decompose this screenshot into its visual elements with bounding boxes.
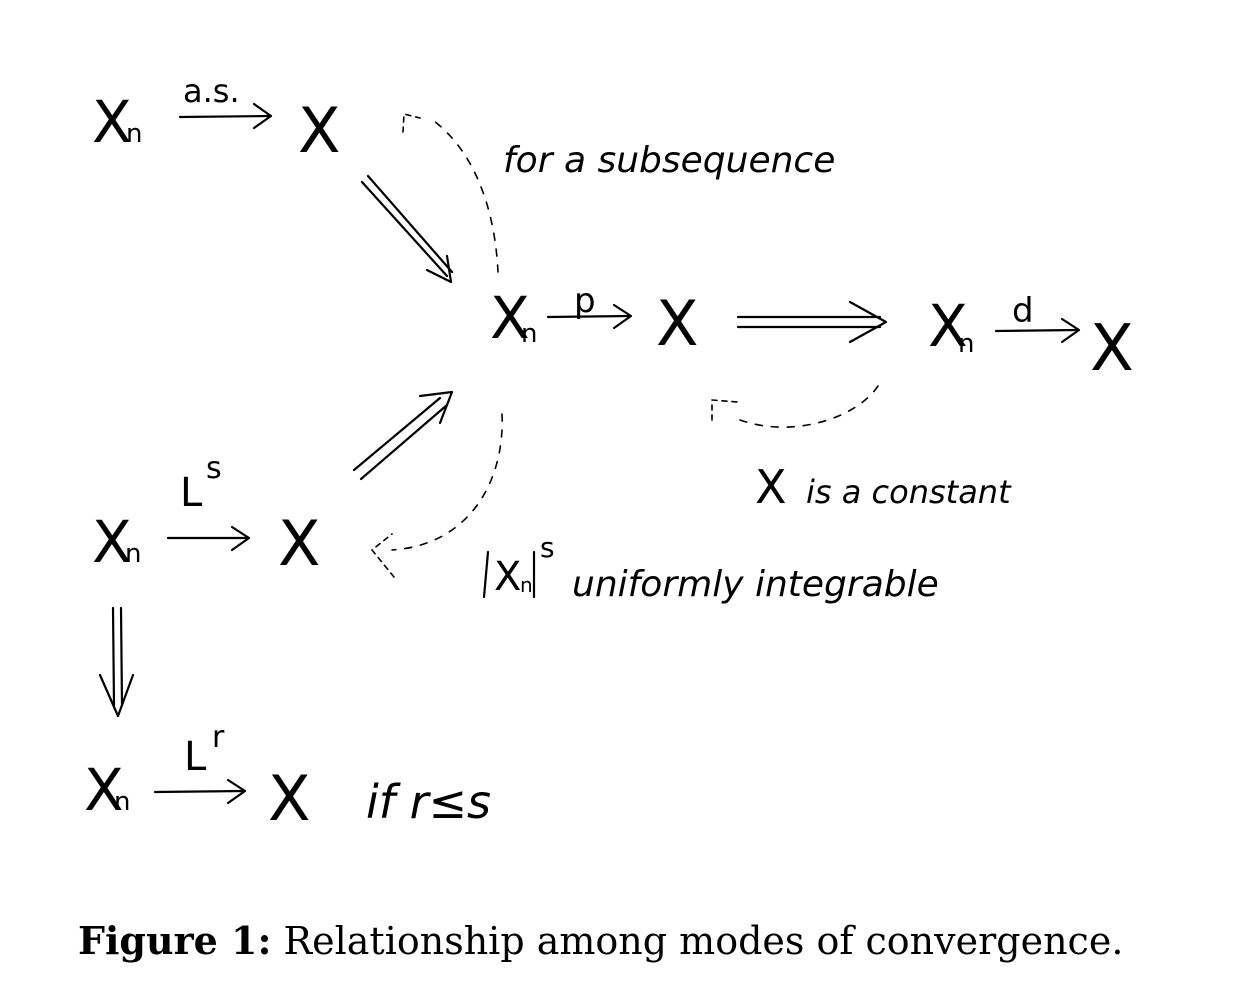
- ls-s: s: [206, 451, 222, 486]
- caption-text: Relationship among modes of convergence.: [283, 919, 1124, 963]
- arrow-lr: [153, 778, 247, 805]
- dashed-arrow-constant: [711, 385, 879, 428]
- xn-ls-n: n: [125, 539, 141, 569]
- label-uniformly-integrable: X n s uniformly integrable: [482, 531, 939, 605]
- x-d: X: [1090, 312, 1134, 386]
- implies-ls-to-lr: [98, 606, 135, 718]
- label-if-r-le-s: if r≤s: [366, 775, 491, 829]
- ui-n: n: [520, 573, 533, 597]
- arrow-p: [546, 303, 633, 330]
- label-constant-x: X: [755, 460, 787, 514]
- implies-ls-to-p: [352, 390, 454, 481]
- xn-p-n: n: [521, 319, 537, 349]
- label-as: a.s.: [183, 72, 240, 110]
- xn-d-x: X: [928, 292, 968, 360]
- node-xn-p: X n: [490, 284, 537, 352]
- dashed-arrow-subsequence: [402, 112, 499, 273]
- lr-l: L: [184, 734, 207, 780]
- node-xn-lr: X n: [84, 756, 130, 824]
- label-for-subsequence: for a subsequence: [503, 140, 835, 181]
- ls-l: L: [180, 470, 203, 516]
- xn-as-n: n: [126, 119, 142, 149]
- xn-p-x: X: [490, 284, 530, 352]
- ui-text: uniformly integrable: [572, 564, 939, 605]
- label-p: p: [574, 281, 596, 321]
- arrow-d: [994, 317, 1081, 344]
- label-is-a-constant: is a constant: [806, 473, 1012, 511]
- x-lr: X: [268, 762, 310, 835]
- ui-x: X: [494, 554, 521, 600]
- node-xn-as: X n: [92, 88, 142, 156]
- label-lr: L r: [184, 720, 225, 780]
- abs-left-bar: [482, 550, 490, 599]
- xn-lr-n: n: [114, 787, 130, 817]
- implies-as-to-p: [360, 174, 454, 284]
- arrow-ls: [166, 525, 251, 552]
- xn-as-x: X: [92, 88, 132, 156]
- implies-p-to-d: [736, 300, 888, 344]
- caption-label: Figure 1:: [78, 918, 272, 963]
- dashed-arrow-ui: [370, 413, 503, 578]
- x-as: X: [298, 94, 340, 167]
- figure-caption: Figure 1:Relationship among modes of con…: [78, 918, 1123, 963]
- x-p: X: [656, 287, 698, 360]
- node-xn-d: X n: [928, 292, 974, 360]
- xn-d-n: n: [958, 329, 974, 359]
- label-ls: L s: [180, 451, 222, 516]
- label-d: d: [1012, 291, 1034, 331]
- xn-ls-x: X: [92, 508, 132, 576]
- xn-lr-x: X: [84, 756, 124, 824]
- x-ls: X: [278, 507, 320, 580]
- ui-s: s: [540, 531, 555, 564]
- node-xn-ls: X n: [92, 508, 141, 576]
- lr-r: r: [212, 720, 225, 755]
- arrow-as: [178, 102, 273, 130]
